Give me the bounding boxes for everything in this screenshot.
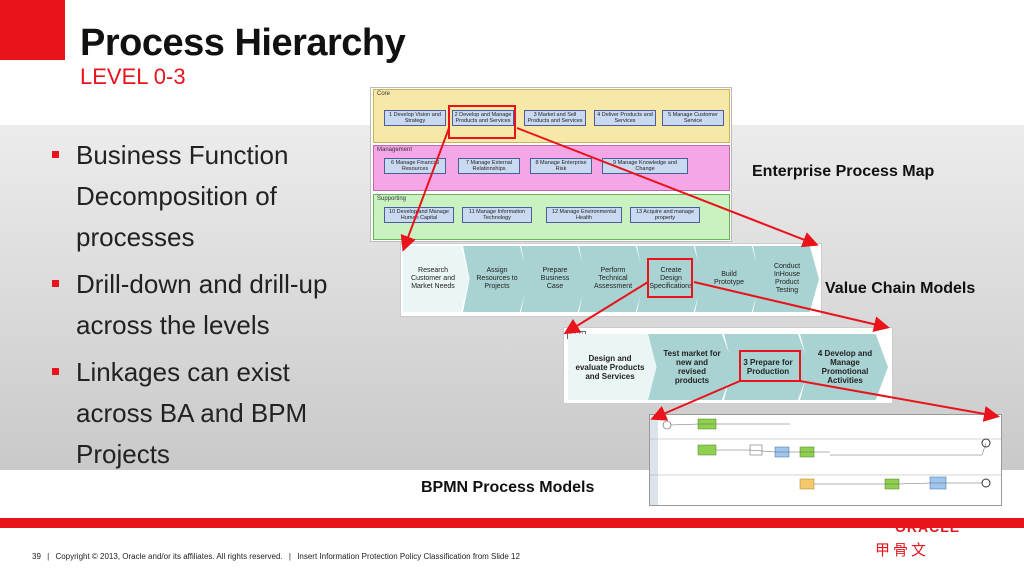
highlight-box [448, 105, 516, 139]
bpmn-lane-header [650, 415, 658, 505]
value-chain-step: Build Prototype [695, 246, 761, 312]
level3-model: CCD Design and evaluate Products and Ser… [563, 327, 893, 404]
slide-subtitle: LEVEL 0-3 [80, 64, 186, 89]
process-box: 8 Manage Enterprise Risk [530, 158, 592, 174]
supporting-band-label: Supporting [377, 196, 407, 202]
process-box: 13 Acquire and manage property [630, 207, 700, 223]
bullet-text: Business Function Decomposition of proce… [76, 140, 289, 252]
footer-separator: | [47, 552, 50, 561]
process-box: 11 Manage Information Technology [462, 207, 532, 223]
bpmn-flow [814, 482, 982, 485]
oracle-chinese-logo: 甲骨文 [875, 542, 930, 559]
bpmn-flow [670, 423, 790, 426]
classification-text: Insert Information Protection Policy Cla… [297, 552, 520, 561]
bullet-marker [52, 368, 59, 375]
value-chain-step: Perform Technical Assessment [579, 246, 645, 312]
management-band-label: Management [377, 147, 413, 153]
oracle-logo: ORACLE [895, 519, 961, 535]
copyright-text: Copyright © 2013, Oracle and/or its affi… [55, 552, 283, 561]
value-chain-models-label: Value Chain Models [825, 280, 976, 297]
bpmn-start-event [662, 420, 672, 430]
value-chain-model: Research Customer and Market Needs Assig… [400, 243, 822, 317]
bpmn-end-event [981, 478, 991, 488]
bullet-text: Linkages can exist across BA and BPM Pro… [76, 357, 308, 469]
value-chain-step: Conduct InHouse Product Testing [753, 246, 819, 312]
page-number: 39 [32, 552, 41, 561]
supporting-band: Supporting 10 Develop and Manage Human C… [373, 194, 730, 240]
bpmn-process-model [649, 414, 1002, 506]
value-chain-step: Assign Resources to Projects [463, 246, 529, 312]
bpmn-task [799, 478, 815, 490]
bullet-item: Drill-down and drill-up across the level… [52, 264, 372, 346]
management-band: Management 6 Manage Financial Resources … [373, 145, 730, 191]
bullet-item: Linkages can exist across BA and BPM Pro… [52, 352, 372, 475]
bpmn-flow [830, 442, 987, 456]
bpmn-flow [716, 449, 830, 453]
footer-separator: | [288, 552, 291, 561]
level3-step: Test market for new and revised products [648, 334, 734, 400]
value-chain-step: Prepare Business Case [521, 246, 587, 312]
process-box: 7 Manage External Relationships [458, 158, 520, 174]
highlight-box [647, 258, 693, 298]
enterprise-process-map-label: Enterprise Process Map [752, 163, 935, 180]
bullet-list: Business Function Decomposition of proce… [52, 135, 372, 481]
footer: 39 | Copyright © 2013, Oracle and/or its… [32, 552, 524, 561]
slide-title: Process Hierarchy [80, 22, 406, 64]
process-box: 9 Manage Knowledge and Change [602, 158, 688, 174]
process-box: 4 Deliver Products and Services [594, 110, 656, 126]
core-band: Core 1 Develop Vision and Strategy 2 Dev… [373, 89, 730, 143]
process-box: 6 Manage Financial Resources [384, 158, 446, 174]
process-box: 2 Develop and Manage Products and Servic… [452, 110, 514, 126]
process-box: 3 Market and Sell Products and Services [524, 110, 586, 126]
process-box: 5 Manage Customer Service [662, 110, 724, 126]
core-band-label: Core [377, 91, 391, 97]
footer-red-bar [0, 518, 1024, 528]
bullet-marker [52, 151, 59, 158]
bpmn-task [697, 444, 717, 456]
level3-step: 4 Develop and Manage Promotional Activit… [800, 334, 888, 400]
bpmn-process-models-label: BPMN Process Models [421, 479, 595, 496]
enterprise-process-map: Core 1 Develop Vision and Strategy 2 Dev… [370, 87, 732, 242]
process-box: 12 Manage Environmental Health [546, 207, 622, 223]
value-chain-step: Research Customer and Market Needs [403, 246, 469, 312]
bullet-text: Drill-down and drill-up across the level… [76, 269, 328, 340]
bpmn-diagram [650, 415, 1001, 505]
bullet-item: Business Function Decomposition of proce… [52, 135, 372, 258]
level3-step: Design and evaluate Products and Service… [568, 334, 658, 400]
process-box: 10 Develop and Manage Human Capital [384, 207, 454, 223]
bullet-marker [52, 280, 59, 287]
process-box: 1 Develop Vision and Strategy [384, 110, 446, 126]
highlight-box [739, 350, 801, 382]
brand-red-square [0, 0, 65, 60]
